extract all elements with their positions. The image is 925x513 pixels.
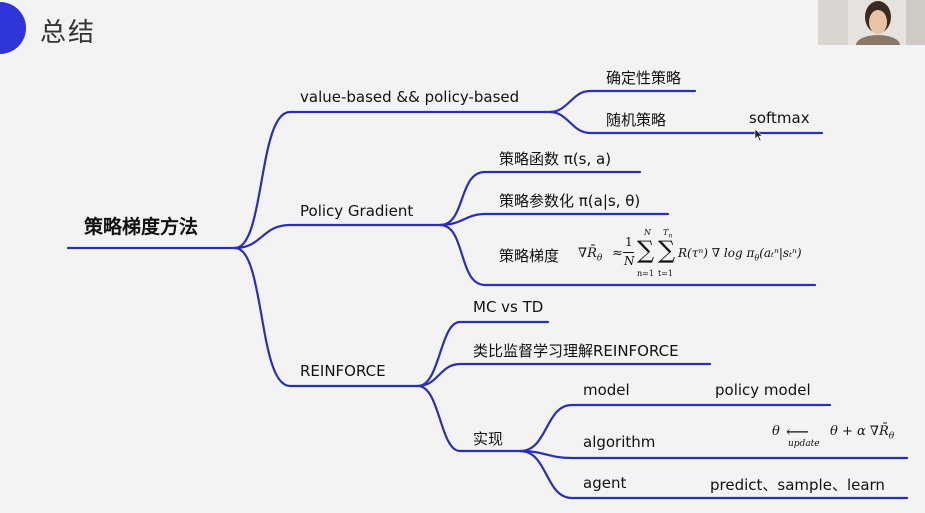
formula-lhs: ∇R̄θ: [578, 246, 602, 264]
branch-reinforce-label: REINFORCE: [300, 362, 386, 380]
formula-frac-bar: [623, 252, 634, 253]
leaf-implementation-label: 实现: [473, 430, 504, 448]
formula-sum2-top-sub: n: [668, 232, 673, 240]
policy-gradient-formula: ∇R̄θ ≈ 1 N N ∑ n=1 Tn ∑ t=1 R(τⁿ) ∇ log …: [578, 228, 818, 282]
formula-sum1-top: N: [644, 228, 651, 237]
formula-rhs-sub: θ: [754, 253, 760, 263]
formula-sum1-sigma: ∑: [637, 236, 655, 264]
leaf-stochastic-policy-label: 随机策略: [606, 111, 667, 129]
impl-agent-note: predict、sample、learn: [710, 476, 885, 494]
formula-sum1-bottom: n=1: [637, 269, 654, 278]
leaf-mc-vs-td-label: MC vs TD: [473, 298, 544, 316]
mouse-cursor-icon: [754, 128, 764, 142]
leaf-supervised-analogy-label: 类比监督学习理解REINFORCE: [473, 342, 679, 360]
formula-sum2-bottom: t=1: [658, 269, 674, 278]
impl-model-label: model: [583, 381, 630, 399]
softmax-note: softmax: [749, 109, 810, 127]
update-rule-formula: θ ⟵ update θ + α ∇R̄θ: [772, 420, 907, 454]
root-node-label: 策略梯度方法: [84, 216, 199, 238]
branch-policy-gradient-label: Policy Gradient: [300, 202, 414, 220]
update-word: update: [788, 439, 820, 449]
formula-lhs-symbol: ∇R̄: [578, 246, 597, 261]
branch-value-policy-label: value-based && policy-based: [300, 88, 520, 106]
leaf-policy-function-label: 策略函数 π(s, a): [499, 150, 612, 168]
formula-frac-den: N: [624, 254, 635, 268]
update-rhs-body: θ + α ∇R̄: [830, 424, 889, 439]
formula-sum2-top: Tn: [663, 228, 672, 240]
formula-sum2-top-symbol: T: [663, 228, 669, 237]
update-lhs: θ: [772, 424, 780, 439]
formula-lhs-sub: θ: [596, 253, 603, 264]
formula-rhs-args: (aₜⁿ|sₜⁿ): [759, 246, 802, 260]
formula-frac-num: 1: [625, 235, 633, 249]
impl-agent-label: agent: [583, 474, 627, 492]
update-arrow: ⟵: [786, 422, 809, 441]
update-rhs: θ + α ∇R̄θ: [830, 424, 894, 442]
page-title: 总结: [40, 18, 97, 48]
leaf-policy-parameterization-label: 策略参数化 π(a|s, θ): [499, 192, 641, 210]
leaf-deterministic-policy-label: 确定性策略: [606, 69, 682, 87]
impl-algorithm-label: algorithm: [583, 433, 656, 451]
title-bar: 总结: [0, 0, 925, 56]
formula-approx: ≈: [612, 246, 623, 261]
impl-model-note: policy model: [715, 381, 811, 399]
formula-rhs-body: R(τⁿ) ∇ log π: [678, 246, 755, 260]
formula-sum2-sigma: ∑: [658, 236, 676, 264]
update-rhs-sub: θ: [888, 431, 895, 442]
presenter-video-thumbnail: [818, 0, 925, 45]
leaf-policy-gradient-label: 策略梯度: [499, 247, 560, 265]
formula-rhs: R(τⁿ) ∇ log πθ(aₜⁿ|sₜⁿ): [678, 246, 802, 262]
